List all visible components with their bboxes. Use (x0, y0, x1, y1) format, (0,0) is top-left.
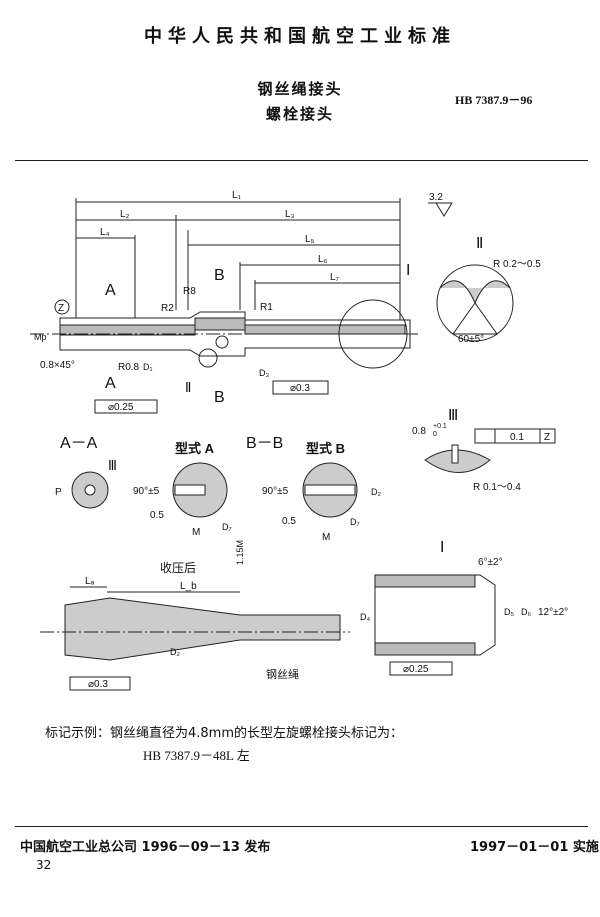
document-subtitle: 螺栓接头 (265, 105, 334, 123)
dim-l4: L₄ (100, 227, 110, 238)
section-aa-label: A－A (60, 435, 98, 452)
dim-05-a: 0.5 (150, 510, 164, 521)
dim-l6: L₆ (318, 254, 328, 265)
detail-ii-angle: 60±5° (458, 334, 484, 345)
detail-iii-depth-upper: +0.1 (433, 423, 447, 430)
dim-l5: L₅ (305, 234, 315, 245)
detail-iii-radius: R 0.1～0.4 (473, 482, 521, 493)
angle-90-b: 90°±5 (262, 486, 289, 497)
dim-115m: 1.15M (235, 540, 245, 565)
technical-drawing: L₁ L₂ L₃ L₄ L₅ L₆ L₇ 3.2 A A B B Ⅰ Ⅱ R8 … (30, 190, 568, 691)
dim-d5: D₅ (504, 607, 514, 617)
detail-i-angle-top: 6°±2° (478, 557, 503, 568)
marking-example: 标记示例：钢丝绳直径为4.8mm的长型左旋螺栓接头标记为： (45, 726, 404, 741)
view-mark-ii: Ⅱ (185, 380, 191, 395)
section-aa-type: 型式 A (175, 441, 215, 456)
issuer-line: 中国航空工业总公司 1996－09－13 发布 (20, 840, 271, 855)
dim-d4: D₄ (360, 612, 370, 622)
section-mark-b-top: B (214, 267, 225, 284)
radius-r8: R8 (183, 286, 196, 297)
dim-l1: L₁ (232, 190, 242, 201)
standard-number: HB 7387.9－96 (455, 93, 533, 107)
header-rule (15, 160, 588, 161)
roughness-icon (428, 202, 453, 217)
dim-l7: L₇ (330, 272, 340, 283)
angle-90-a: 90°±5 (133, 486, 160, 497)
page-number: 32 (36, 858, 52, 872)
dim-lb: L_b (180, 581, 197, 592)
detail-iii-depth: 0.8 (412, 426, 426, 437)
flatness-value: 0.1 (510, 432, 524, 443)
document-title: 钢丝绳接头 (257, 80, 343, 98)
dim-la: Lₐ (85, 576, 95, 587)
dim-d3: D₃ (259, 368, 269, 378)
dim-m-a: M (192, 527, 200, 538)
chamfer-dim: 0.8×45° (40, 360, 75, 371)
flatness-datum: Z (544, 432, 550, 443)
crimped-tolerance: ⌀0.3 (88, 679, 108, 690)
crimped-title: 收压后 (160, 561, 196, 575)
datum-z: Z (58, 303, 64, 314)
marking-example-code: HB 7387.9－48L 左 (143, 748, 250, 763)
view-mark-i: Ⅰ (406, 262, 410, 279)
rope-label: 钢丝绳 (266, 667, 299, 681)
tolerance-main: ⌀0.3 (290, 383, 310, 394)
footer-rule (15, 826, 588, 827)
section-mark-a-top: A (105, 282, 116, 299)
section-aa-detail-mark: Ⅲ (108, 458, 117, 473)
dim-d7-b: D₇ (350, 517, 360, 527)
detail-iii-mark: Ⅲ (448, 407, 458, 424)
detail-ii-mark: Ⅱ (476, 235, 483, 252)
dim-mp: Mp (34, 332, 47, 342)
detail-i-mark: Ⅰ (440, 539, 444, 556)
detail-iii-depth-lower: 0 (433, 431, 437, 438)
dim-l2: L₂ (120, 209, 130, 220)
dim-05-b: 0.5 (282, 516, 296, 527)
detail-ii-radius: R 0.2～0.5 (493, 259, 541, 270)
dim-d7-a: D₇ (222, 522, 232, 532)
standard-header: 中华人民共和国航空工业标准 (144, 26, 456, 47)
section-mark-b-bottom: B (214, 389, 225, 406)
section-bb-label: B－B (246, 435, 283, 452)
dim-m-b: M (322, 532, 330, 543)
dim-l3: L₃ (285, 209, 295, 220)
section-mark-a-bottom: A (105, 375, 116, 392)
radius-r08: R0.8 (118, 362, 140, 373)
roughness-value: 3.2 (429, 192, 443, 203)
radius-r1: R1 (260, 302, 273, 313)
dim-d6: D₆ (521, 607, 531, 617)
dim-d2: D₂ (371, 487, 381, 497)
effective-date: 1997－01－01 实施 (470, 840, 599, 855)
section-bb-type: 型式 B (306, 441, 345, 456)
radius-r2: R2 (161, 303, 174, 314)
dim-d1: D₁ (143, 362, 153, 372)
detail-i-tolerance: ⌀0.25 (403, 664, 429, 675)
dim-d2-crimped: D₂ (170, 647, 180, 657)
tolerance-bottom: ⌀0.25 (108, 402, 134, 413)
detail-i-angle-side: 12°±2° (538, 607, 568, 618)
dim-p: P (55, 487, 62, 498)
